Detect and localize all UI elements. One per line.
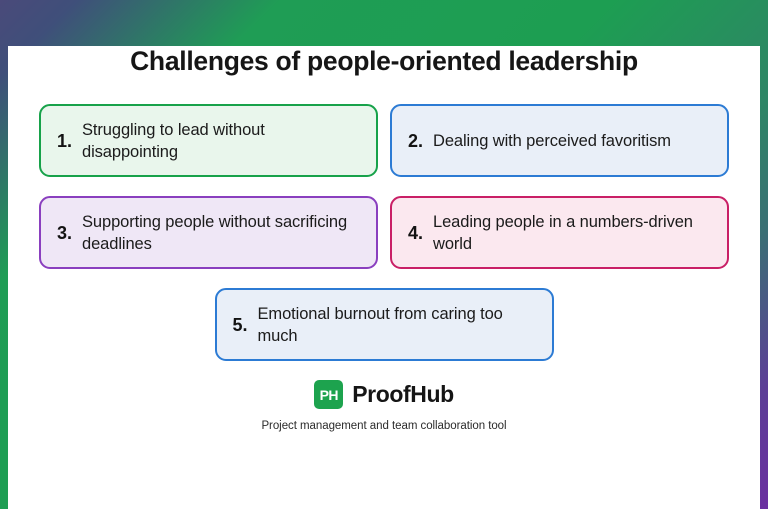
- card-row-3: 5. Emotional burnout from caring too muc…: [39, 288, 729, 362]
- page-title: Challenges of people-oriented leadership: [130, 46, 638, 76]
- challenge-card-4: 4. Leading people in a numbers-driven wo…: [390, 196, 729, 270]
- card-text: Supporting people without sacrificing de…: [82, 212, 348, 253]
- proofhub-brand-lockup: PH ProofHub: [314, 380, 454, 410]
- proofhub-logo-mark-text: PH: [319, 386, 339, 403]
- brand-footer: PH ProofHub Project management and team …: [8, 380, 760, 432]
- infographic-canvas: Challenges of people-oriented leadership…: [8, 46, 760, 509]
- proofhub-logo-icon: PH: [314, 380, 344, 410]
- challenge-card-2: 2. Dealing with perceived favoritism: [390, 104, 729, 178]
- card-text: Emotional burnout from caring too much: [257, 304, 503, 345]
- card-number: 2.: [408, 130, 424, 151]
- challenge-card-3: 3. Supporting people without sacrificing…: [39, 196, 378, 270]
- challenge-card-5: 5. Emotional burnout from caring too muc…: [214, 288, 554, 362]
- card-row-1: 1. Struggling to lead without disappoint…: [39, 104, 729, 178]
- brand-name: ProofHub: [352, 381, 454, 408]
- challenge-card-1: 1. Struggling to lead without disappoint…: [39, 104, 378, 178]
- card-text: Leading people in a numbers-driven world: [433, 212, 693, 253]
- card-number: 1.: [57, 130, 73, 151]
- brand-tagline: Project management and team collaboratio…: [261, 420, 507, 433]
- card-row-2: 3. Supporting people without sacrificing…: [39, 196, 729, 270]
- challenge-cards-region: 1. Struggling to lead without disappoint…: [8, 104, 760, 362]
- card-number: 3.: [57, 222, 73, 243]
- card-text: Dealing with perceived favoritism: [433, 131, 671, 150]
- card-number: 4.: [408, 222, 424, 243]
- card-text: Struggling to lead without disappointing: [82, 120, 265, 161]
- card-number: 5.: [232, 314, 248, 335]
